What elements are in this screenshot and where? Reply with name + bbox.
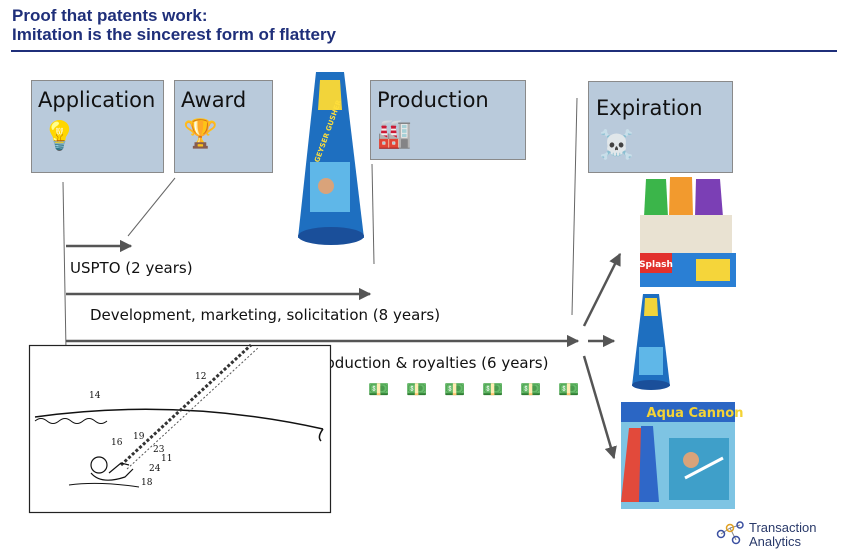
patent-drawing: 12 14 16 19 23 11 24 18 [28, 343, 332, 514]
geyser-gusher-small-photo [632, 294, 670, 390]
branch-arrow-down [582, 355, 617, 460]
logo-line-1: Transaction [749, 520, 817, 535]
title-line-2: Imitation is the sincerest form of flatt… [12, 25, 337, 44]
award-connector [127, 177, 176, 237]
expiration-label: Expiration [596, 96, 703, 120]
branch-arrow-up [582, 252, 622, 327]
expiration-box: Expiration ☠️ [588, 81, 733, 173]
application-box: Application 💡 [31, 80, 164, 173]
money-icon: 💵 [444, 380, 466, 399]
title-line-1: Proof that patents work: [12, 6, 208, 25]
transaction-analytics-logo: Transaction Analytics [716, 516, 828, 550]
factory-icon: 🏭 [377, 118, 412, 149]
skull-crossbones-icon: ☠️ [599, 129, 634, 160]
money-icon: 💵 [520, 380, 542, 399]
production-royalties-label: Production & royalties (6 years) [311, 354, 549, 372]
patent-ref-23: 23 [153, 445, 165, 455]
trophy-icon: 🏆 [183, 118, 218, 149]
application-connector [62, 181, 67, 351]
geyser-gusher-photo: GEYSER GUSHER [298, 72, 364, 245]
splash-cone-photo: Splash [636, 175, 736, 290]
award-box: Award 🏆 [174, 80, 273, 173]
patent-ref-24: 24 [149, 464, 161, 474]
molecule-icon [716, 521, 744, 545]
production-connector [371, 163, 375, 265]
patent-ref-11: 11 [161, 454, 172, 464]
money-icons-row: 💵 💵 💵 💵 💵 💵 [368, 380, 588, 404]
title-divider [11, 50, 837, 52]
aqua-cannon-text: Aqua Cannon [647, 406, 744, 421]
patent-ref-18: 18 [141, 478, 153, 488]
expiration-connector [571, 97, 578, 316]
money-icon: 💵 [406, 380, 428, 399]
slide-title: Proof that patents work: Imitation is th… [12, 6, 336, 44]
patent-ref-12: 12 [195, 372, 206, 382]
money-icon: 💵 [368, 380, 390, 399]
application-label: Application [38, 88, 156, 112]
patent-ref-14: 14 [89, 391, 101, 401]
award-label: Award [181, 88, 247, 112]
money-icon: 💵 [482, 380, 504, 399]
patent-ref-16: 16 [111, 438, 123, 448]
aqua-cannon-photo: Aqua Cannon [619, 398, 743, 511]
development-label: Development, marketing, solicitation (8 … [90, 306, 441, 324]
production-label: Production [377, 88, 489, 112]
lightbulb-icon: 💡 [42, 120, 77, 151]
money-icon: 💵 [558, 380, 580, 399]
patent-ref-19: 19 [133, 432, 145, 442]
uspto-label: USPTO (2 years) [70, 259, 193, 277]
logo-line-2: Analytics [749, 534, 802, 549]
splash-brand-text: Splash [639, 260, 673, 270]
production-box: Production 🏭 [370, 80, 526, 160]
